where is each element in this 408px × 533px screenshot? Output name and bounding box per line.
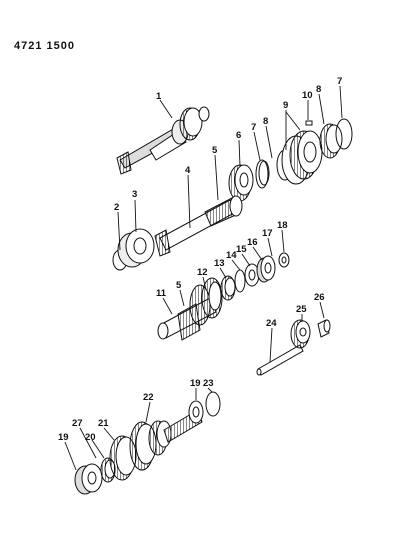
reverse-idler-shaft xyxy=(256,344,304,376)
callout-27: 27 xyxy=(72,418,83,429)
shifting-key xyxy=(305,120,313,126)
callout-5-upper: 5 xyxy=(212,145,218,156)
callout-9: 9 xyxy=(283,100,288,111)
callout-15: 15 xyxy=(236,244,247,255)
output-shaft xyxy=(154,195,243,257)
callout-6: 6 xyxy=(236,130,241,141)
callout-23: 23 xyxy=(203,378,214,389)
input-shaft xyxy=(116,106,210,175)
diagram-code: 4721 1500 xyxy=(14,40,75,52)
callout-4: 4 xyxy=(185,165,191,176)
callout-13: 13 xyxy=(214,258,225,269)
callout-11: 11 xyxy=(156,288,167,299)
counter-shaft xyxy=(157,277,223,341)
needle-bearing xyxy=(188,400,204,424)
callout-12: 12 xyxy=(197,267,208,278)
callout-21: 21 xyxy=(98,418,109,429)
synchro-gear xyxy=(228,164,254,202)
callouts: 1 2 3 4 5 6 7 8 9 10 8 7 11 5 12 13 14 1… xyxy=(58,76,342,443)
callout-8-left: 8 xyxy=(263,116,268,127)
callout-2: 2 xyxy=(114,202,119,213)
lock-nut xyxy=(278,252,290,268)
callout-5-middle: 5 xyxy=(176,280,182,291)
callout-1: 1 xyxy=(156,91,162,102)
callout-10: 10 xyxy=(302,90,313,101)
synchro-ring-middle xyxy=(220,275,236,301)
leader-lines xyxy=(64,85,343,471)
callout-25: 25 xyxy=(296,304,307,315)
idler-bushing xyxy=(317,319,331,338)
callout-19-right: 19 xyxy=(190,378,201,389)
callout-8-right: 8 xyxy=(316,84,321,95)
counter-gear-cluster xyxy=(109,409,203,481)
lower-snap-ring xyxy=(205,391,221,417)
callout-20: 20 xyxy=(85,432,96,443)
spacer-ring xyxy=(234,269,246,293)
synchronizer-hub-sleeve xyxy=(281,130,323,185)
callout-14: 14 xyxy=(226,250,237,261)
callout-7-left: 7 xyxy=(251,122,256,133)
callout-3: 3 xyxy=(132,189,137,200)
callout-26: 26 xyxy=(314,292,325,303)
callout-19-left: 19 xyxy=(58,432,69,443)
bearing xyxy=(112,228,155,271)
callout-17: 17 xyxy=(262,228,273,239)
reverse-idler-gear xyxy=(290,319,311,349)
callout-24: 24 xyxy=(266,318,277,329)
callout-18: 18 xyxy=(277,220,288,231)
upper-synchro-ring xyxy=(319,118,353,159)
callout-22: 22 xyxy=(143,392,154,403)
callout-7-right: 7 xyxy=(337,76,342,87)
middle-bearing xyxy=(256,255,276,283)
callout-16: 16 xyxy=(247,237,258,248)
synchro-ring xyxy=(255,159,270,189)
lower-bearing xyxy=(74,463,103,495)
